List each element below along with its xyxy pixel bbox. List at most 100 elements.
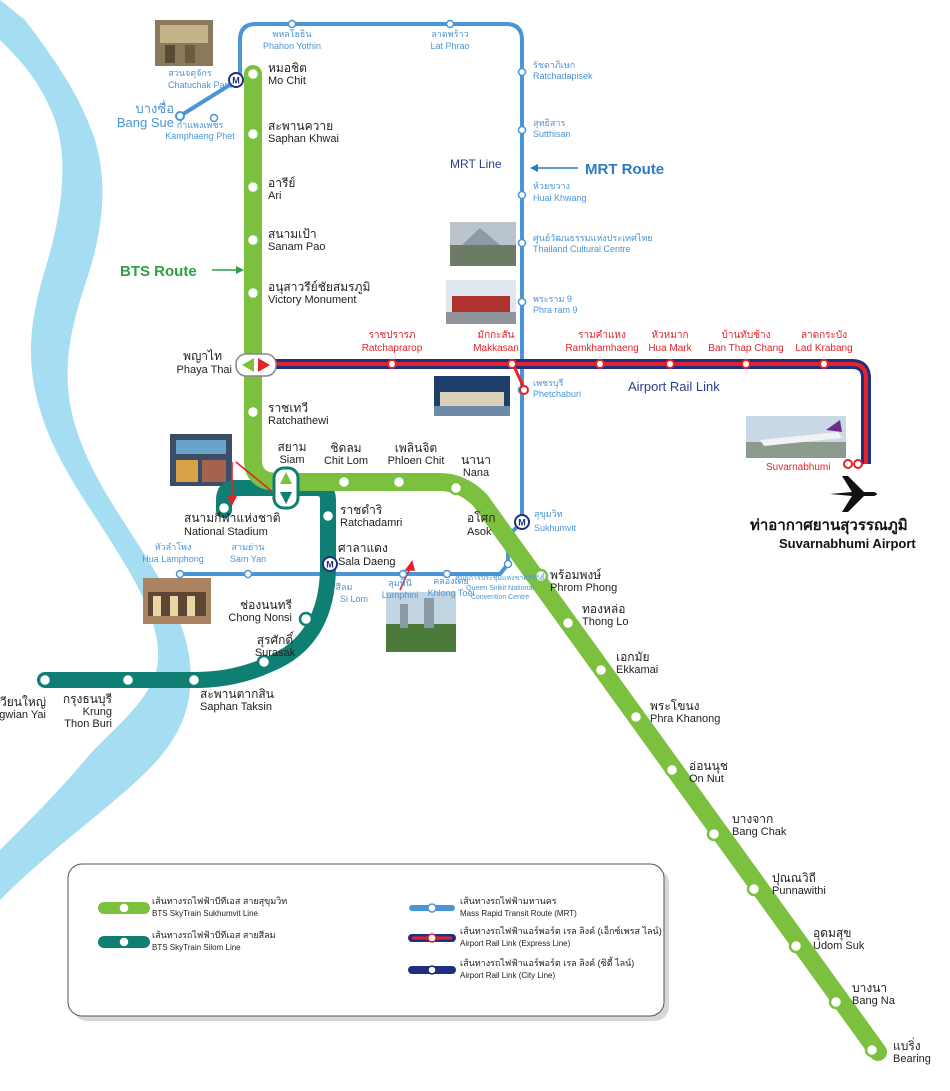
- legend-label-th-mrt: เส้นทางรถไฟฟ้ามหานคร: [460, 896, 557, 906]
- station-label-en-lad_krabang: Lad Krabang: [795, 343, 852, 354]
- station-surasak[interactable]: [256, 654, 272, 670]
- station-label-th-phaya_thai: พญาไท: [183, 349, 222, 363]
- station-label-th-asok: อโศก: [467, 511, 496, 525]
- station-huai_khwang[interactable]: [517, 190, 527, 200]
- station-label-en-ratchaprarop: Ratchaprarop: [362, 343, 423, 354]
- airplane-icon: [830, 476, 877, 512]
- station-bang_chak[interactable]: [706, 826, 722, 842]
- station-saphan_taksin[interactable]: [186, 672, 202, 688]
- station-label-en-saphan_khwai: Saphan Khwai: [268, 133, 339, 145]
- station-qsncc[interactable]: [503, 559, 513, 569]
- station-khlong_toei[interactable]: [442, 569, 452, 579]
- station-makkasan[interactable]: [507, 359, 517, 369]
- station-label-th-chatuchak_park: สวนจตุจักร: [168, 68, 212, 79]
- station-phahon_yothin[interactable]: [287, 19, 297, 29]
- annotation-arrows: [212, 164, 578, 274]
- station-national_stadium[interactable]: [216, 500, 232, 516]
- station-label-en-mo_chit: Mo Chit: [268, 75, 306, 87]
- station-label-th-bang_na: บางนา: [852, 981, 887, 995]
- annotation-mrt-route: MRT Route: [585, 161, 664, 178]
- station-label-th-phrom_phong: พร้อมพงษ์: [550, 568, 601, 582]
- station-chong_nonsi[interactable]: [298, 611, 314, 627]
- station-bang_sue[interactable]: [175, 111, 185, 121]
- station-label-th-national_stadium: สนามกีฬาแห่งชาติ: [184, 511, 281, 525]
- station-label-th-bang_sue: บางซื่อ: [135, 100, 174, 116]
- station-label-en-thailand_cultural: Thailand Cultural Centre: [533, 244, 631, 254]
- station-ekkamai[interactable]: [593, 662, 609, 678]
- station-ban_thap_chang[interactable]: [741, 359, 751, 369]
- station-on_nut[interactable]: [664, 762, 680, 778]
- svg-text:M: M: [232, 76, 240, 86]
- station-ratchathewi[interactable]: [245, 404, 261, 420]
- station-victory[interactable]: [245, 285, 261, 301]
- station-hua_mark[interactable]: [665, 359, 675, 369]
- station-sam_yan[interactable]: [243, 569, 253, 579]
- station-label-en-ramkhamhaeng: Ramkhamhaeng: [565, 343, 638, 354]
- station-phetchaburi-arl[interactable]: [519, 385, 529, 395]
- station-lumphini[interactable]: [398, 569, 408, 579]
- station-label-en-saphan_taksin: Saphan Taksin: [200, 701, 272, 713]
- photo-phra-ram-9: [446, 280, 516, 324]
- station-label-en-siam: Siam: [279, 454, 304, 466]
- chao-phraya-river: [0, 0, 191, 900]
- station-bearing[interactable]: [864, 1042, 880, 1058]
- station-label-th-khlong_toei: คลองเตย: [433, 576, 469, 586]
- interchange-phaya-thai[interactable]: [235, 353, 277, 377]
- station-ari[interactable]: [245, 179, 261, 195]
- station-label-th-huai_khwang: ห้วยขวาง: [533, 181, 570, 191]
- station-phloen_chit[interactable]: [391, 474, 407, 490]
- station-wongwian_yai[interactable]: [37, 672, 53, 688]
- station-ramkhamhaeng[interactable]: [595, 359, 605, 369]
- station-label-th-makkasan: มักกะสัน: [477, 330, 514, 341]
- station-udom_suk[interactable]: [788, 938, 804, 954]
- mrt-badge-si-lom[interactable]: M: [322, 556, 338, 572]
- station-lat_phrao[interactable]: [445, 19, 455, 29]
- station-chit_lom[interactable]: [336, 474, 352, 490]
- arl-express-line: [255, 362, 868, 464]
- station-label-th-hua_lamphong: หัวลำโพง: [155, 542, 192, 552]
- station-ratchaprarop[interactable]: [387, 359, 397, 369]
- station-label-en-hua_lamphong: Hua Lamphong: [142, 554, 204, 564]
- legend-label-th-arl_express: เส้นทางรถไฟฟ้าแอร์พอร์ต เรล ลิงค์ (เอ็กซ…: [460, 924, 662, 936]
- station-label-th-kamphaeng_phet: กำแพงเพชร: [177, 120, 224, 130]
- mrt-badge-sukhumvit[interactable]: M: [514, 514, 530, 530]
- station-label-th-sam_yan: สามย่าน: [232, 542, 265, 552]
- station-label-th-sukhumvit: สุขุมวิท: [534, 509, 563, 520]
- station-ratchadamri-ring[interactable]: [320, 508, 336, 524]
- station-lad_krabang[interactable]: [819, 359, 829, 369]
- station-label-th-on_nut: อ่อนนุช: [689, 759, 728, 774]
- interchange-siam[interactable]: [272, 466, 300, 510]
- station-sutthisan[interactable]: [517, 125, 527, 135]
- station-krung_thon_buri[interactable]: [120, 672, 136, 688]
- station-label-en-on_nut: On Nut: [689, 773, 724, 785]
- station-kamphaeng_phet[interactable]: [209, 113, 219, 123]
- station-label-en-qsncc: Queen Sirikit National: [466, 585, 534, 592]
- photo-hua-lamphong: [143, 578, 211, 624]
- station-label-th-chit_lom: ชิดลม: [330, 441, 361, 455]
- station-suvarnabhumi-2[interactable]: [853, 459, 863, 469]
- station-label-en-phloen_chit: Phloen Chit: [388, 455, 445, 467]
- station-phra_khanong[interactable]: [628, 709, 644, 725]
- station-saphan_khwai[interactable]: [245, 126, 261, 142]
- station-thong_lo[interactable]: [560, 615, 576, 631]
- station-punnawithi[interactable]: [746, 881, 762, 897]
- station-label-en-bang_chak: Bang Chak: [732, 826, 787, 838]
- station-label-en2-krung_thon_buri: Thon Buri: [64, 718, 112, 730]
- station-ratchadapisek[interactable]: [517, 67, 527, 77]
- station-hua_lamphong[interactable]: [175, 569, 185, 579]
- station-phra_ram_9[interactable]: [517, 297, 527, 307]
- station-label-en-chit_lom: Chit Lom: [324, 455, 368, 467]
- station-label-en-bang_sue: Bang Sue: [117, 115, 174, 130]
- mrt-badge-chatuchak[interactable]: M: [228, 72, 244, 88]
- station-sanam_pao[interactable]: [245, 232, 261, 248]
- station-nana[interactable]: [448, 480, 464, 496]
- station-mo_chit[interactable]: [245, 66, 261, 82]
- station-label-en-udom_suk: Udom Suk: [813, 940, 865, 952]
- station-bang_na[interactable]: [828, 994, 844, 1010]
- station-thailand_cultural[interactable]: [517, 238, 527, 248]
- station-phrom_phong[interactable]: [533, 568, 549, 584]
- station-suvarnabhumi-1[interactable]: [843, 459, 853, 469]
- station-label-en-krung_thon_buri: Krung: [83, 706, 112, 718]
- station-label-th-bearing: แบริ่ง: [893, 1037, 921, 1053]
